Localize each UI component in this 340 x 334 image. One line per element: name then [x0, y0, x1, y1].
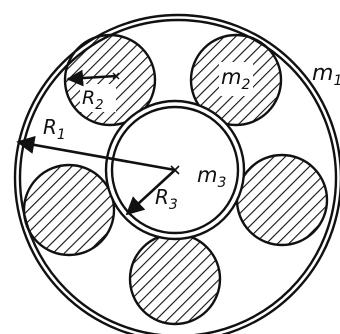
label-m1: m1: [312, 61, 340, 89]
label-r3: R3: [155, 185, 178, 213]
label-mask-m2: [219, 62, 253, 96]
outer-ring-outer: [13, 13, 340, 334]
label-r2: R2: [82, 87, 103, 113]
r2-arrow: [66, 69, 117, 87]
label-r1: R1: [43, 115, 66, 143]
disk-right: [235, 153, 329, 247]
label-m3: m3: [197, 163, 226, 191]
satellite-disks: [22, 33, 329, 326]
disk-left: [22, 163, 116, 257]
disk-bottom: [128, 232, 222, 326]
r3-arrow: [125, 169, 176, 216]
hub-center-mark: [170, 165, 180, 175]
label-mask-r2: [80, 84, 116, 112]
r1-arrow: [16, 135, 176, 172]
outer-ring-inner: [18, 18, 338, 334]
disk-center-mark: [112, 72, 120, 80]
label-m2: m2: [221, 65, 250, 93]
